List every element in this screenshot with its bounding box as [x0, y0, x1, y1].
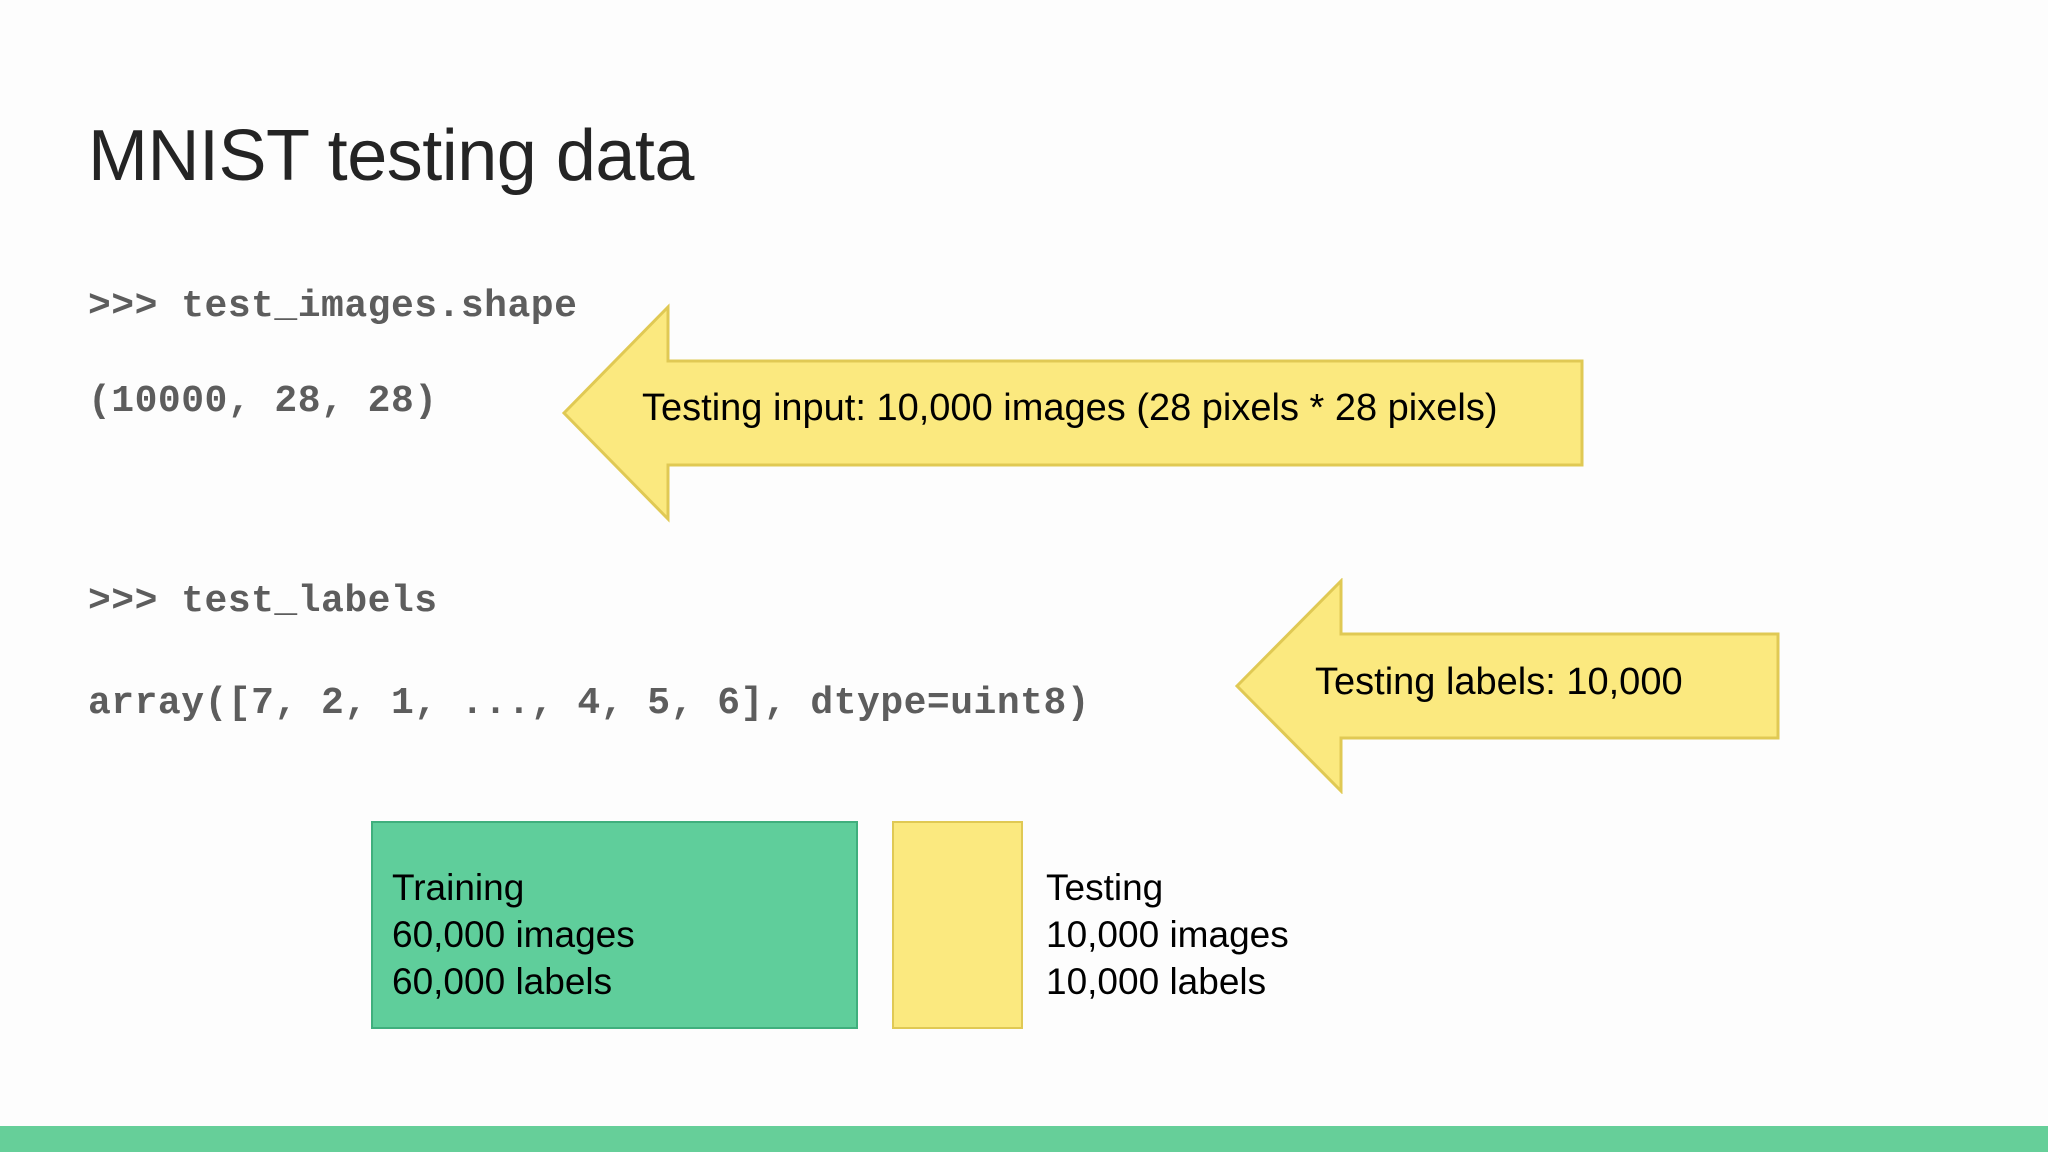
page-title: MNIST testing data — [88, 116, 694, 196]
training-legend-line-2: 60,000 images — [392, 914, 635, 955]
left-arrow-icon — [1235, 578, 1780, 794]
left-arrow-icon — [562, 303, 1584, 523]
console-output-labels-array: array([7, 2, 1, ..., 4, 5, 6], dtype=uin… — [88, 682, 1091, 725]
testing-legend-line-1: Testing — [1046, 867, 1164, 908]
console-output-shape-tuple: (10000, 28, 28) — [88, 380, 438, 423]
callout-arrow-testing-input: Testing input: 10,000 images (28 pixels … — [562, 303, 1584, 523]
console-prompt-test-images-shape: >>> test_images.shape — [88, 285, 578, 328]
callout-arrow-testing-labels-label: Testing labels: 10,000 — [1315, 661, 1683, 703]
testing-legend-text: Testing 10,000 images 10,000 labels — [1046, 864, 1289, 1005]
callout-arrow-testing-labels: Testing labels: 10,000 — [1235, 578, 1780, 794]
callout-arrow-testing-input-label: Testing input: 10,000 images (28 pixels … — [642, 387, 1498, 429]
bottom-accent-bar — [0, 1126, 2048, 1152]
training-legend-line-3: 60,000 labels — [392, 961, 613, 1002]
console-prompt-test-labels: >>> test_labels — [88, 580, 438, 623]
training-legend-text: Training 60,000 images 60,000 labels — [392, 864, 635, 1005]
testing-legend-line-3: 10,000 labels — [1046, 961, 1267, 1002]
testing-color-swatch — [892, 821, 1023, 1029]
testing-legend-line-2: 10,000 images — [1046, 914, 1289, 955]
training-color-swatch — [371, 821, 858, 1029]
training-legend-line-1: Training — [392, 867, 525, 908]
